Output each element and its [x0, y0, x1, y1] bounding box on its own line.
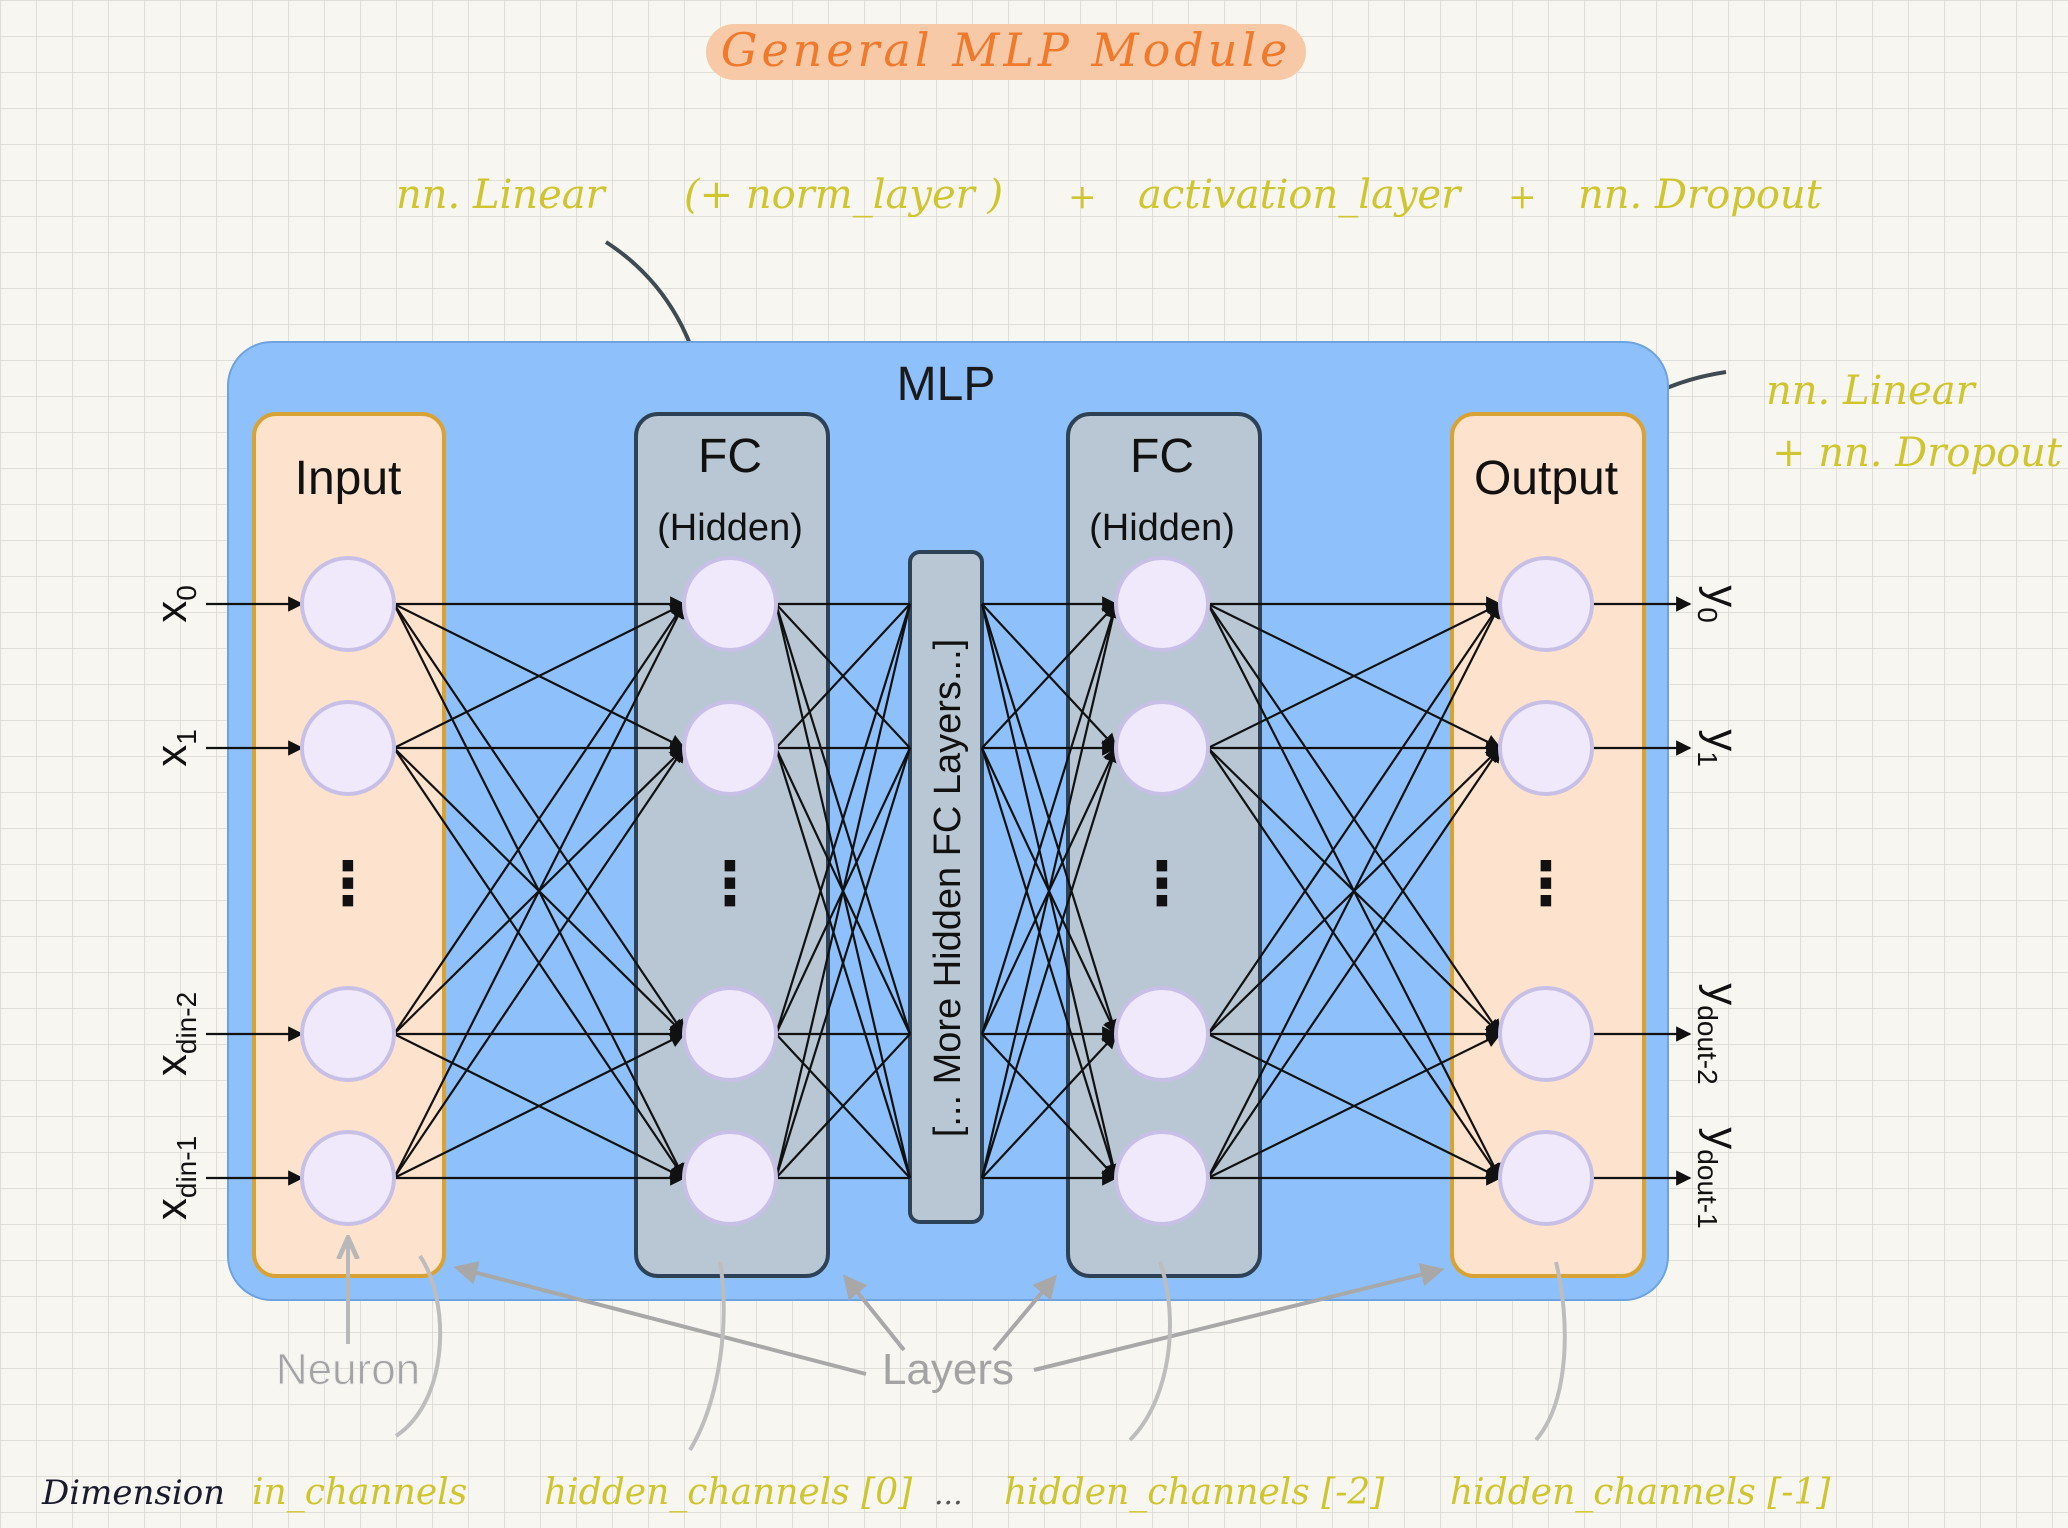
output-ellipsis: ⋮ — [1516, 850, 1576, 917]
connection-line — [775, 603, 911, 749]
connection-line — [980, 602, 1120, 1035]
layers-arrows — [453, 1261, 1445, 1376]
neuron — [1114, 700, 1210, 796]
output-layer-annotation: nn. Linear + nn. Dropout — [1766, 368, 2063, 476]
annotation-plus-2: + — [1508, 177, 1537, 217]
connection-line — [1207, 603, 1502, 749]
output-layer-title: Output — [1474, 452, 1618, 505]
connection-line — [1207, 602, 1501, 1179]
output-label: ydout-2 — [1692, 983, 1747, 1084]
connection-line — [774, 747, 912, 1179]
input-label: x1 — [147, 729, 202, 767]
hidden-layer-subtitle-last: (Hidden) — [1089, 507, 1235, 549]
mlp-label: MLP — [897, 358, 996, 411]
neuron-label: Neuron — [276, 1345, 420, 1394]
connection-line — [980, 602, 1121, 1179]
connection-line — [1207, 746, 1501, 1179]
input-label: xdin-1 — [147, 1136, 202, 1220]
neuron — [1498, 700, 1594, 796]
neuron — [682, 1130, 778, 1226]
input-layer-title: Input — [295, 452, 402, 505]
dimension-hidden-channels-neg2: hidden_channels [-2] — [1004, 1472, 1385, 1513]
output-label: y1 — [1692, 729, 1747, 767]
connection-line — [1207, 602, 1501, 1035]
neuron — [300, 986, 396, 1082]
connection-line — [981, 1032, 1118, 1179]
connection-line — [393, 746, 685, 1179]
neuron — [682, 556, 778, 652]
hidden-layer-title-last: FC — [1130, 430, 1194, 483]
neuron — [1114, 1130, 1210, 1226]
neuron — [300, 556, 396, 652]
neuron — [682, 700, 778, 796]
output-label: y0 — [1692, 585, 1747, 623]
annotation-activation-layer: activation_layer — [1138, 172, 1463, 218]
annotation-norm-layer: (+ norm_layer ) — [684, 172, 1003, 218]
layers-label: Layers — [882, 1345, 1014, 1394]
hidden-layer-annotation: nn. Linear (+ norm_layer ) + activation_… — [396, 172, 1823, 218]
connection-line — [393, 603, 686, 749]
hidden-layer-title-first: FC — [698, 430, 762, 483]
connection-line — [775, 1033, 911, 1179]
input-ellipsis: ⋮ — [318, 850, 378, 917]
neurons — [300, 556, 1594, 1226]
annotation-nn-linear: nn. Linear — [396, 172, 608, 218]
annotation-nn-dropout: nn. Dropout — [1578, 172, 1823, 218]
hidden-ellipsis-last: ⋮ — [1132, 850, 1192, 917]
neuron — [1498, 986, 1594, 1082]
connection-line — [393, 602, 685, 1035]
connection-line — [774, 603, 912, 1179]
hidden-layer-subtitle-first: (Hidden) — [657, 507, 803, 549]
connection-line — [774, 603, 912, 1035]
neuron — [1114, 556, 1210, 652]
dimension-hidden-channels-0: hidden_channels [0] — [544, 1472, 913, 1513]
dimension-in-channels: in_channels — [252, 1472, 467, 1513]
connection-line — [1207, 1033, 1502, 1179]
annotation-output-nn-dropout: + nn. Dropout — [1772, 430, 2063, 476]
dimension-pointers — [394, 1254, 1567, 1452]
hidden-layer-box-first — [634, 412, 830, 1278]
output-label: ydout-1 — [1692, 1127, 1747, 1228]
hidden-ellipsis-first: ⋮ — [700, 850, 760, 917]
input-label: xdin-2 — [147, 992, 202, 1076]
connection-line — [980, 746, 1120, 1179]
neuron — [1498, 556, 1594, 652]
neuron — [300, 1130, 396, 1226]
dimension-hidden-channels-neg1: hidden_channels [-1] — [1450, 1472, 1831, 1513]
input-label: x0 — [147, 585, 202, 623]
annotation-output-nn-linear: nn. Linear — [1766, 368, 1978, 414]
neuron — [1498, 1130, 1594, 1226]
io-labels: x0 x1 xdin-2 xdin-1 y0 y1 ydout-2 ydout-1 — [147, 585, 1747, 1228]
dimension-ellipsis: ... — [934, 1477, 963, 1512]
neuron — [300, 700, 396, 796]
output-layer-box — [1450, 412, 1646, 1278]
connection-line — [393, 602, 685, 1179]
neuron — [682, 986, 778, 1082]
dimension-label: Dimension — [41, 1473, 225, 1513]
connections — [206, 596, 1692, 1186]
neuron — [1114, 986, 1210, 1082]
more-layers-label: [... More Hidden FC Layers...] — [927, 639, 969, 1137]
more-layers-box — [908, 550, 984, 1224]
connection-line — [981, 602, 1118, 749]
page-title: General MLP Module — [721, 23, 1292, 77]
title-highlight — [706, 24, 1306, 80]
annotation-plus-1: + — [1068, 177, 1097, 217]
connection-line — [393, 1033, 686, 1179]
